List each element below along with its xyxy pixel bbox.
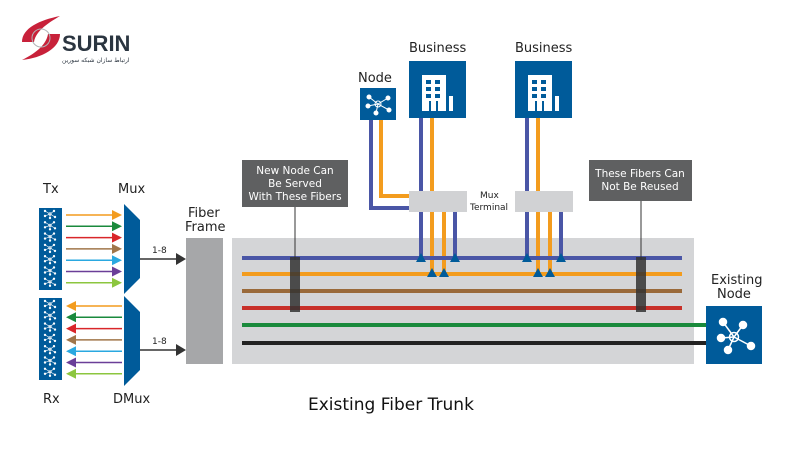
link-top-label: 1-8 bbox=[152, 246, 167, 256]
network-node-icon bbox=[716, 317, 756, 355]
rx-wavelength-arrowhead bbox=[66, 334, 76, 345]
splice-point bbox=[427, 268, 437, 277]
splice-point bbox=[556, 253, 566, 262]
fiber-frame bbox=[186, 238, 223, 364]
mux-link-arrowhead bbox=[176, 253, 186, 265]
drop-fibers bbox=[369, 118, 563, 273]
rx-wavelength-arrowhead bbox=[66, 312, 76, 323]
trunk-title: Existing Fiber Trunk bbox=[308, 395, 474, 415]
rx-label: Rx bbox=[43, 392, 60, 407]
callout-right: These Fibers Can Not Be Reused bbox=[589, 160, 692, 312]
mux-terminal-label-2: Terminal bbox=[469, 203, 508, 213]
callout-right-box bbox=[589, 160, 692, 201]
building-icon bbox=[528, 75, 559, 111]
existing-node-label-2: Node bbox=[717, 287, 751, 302]
network-node-icon bbox=[365, 94, 392, 116]
callout-right-bracket bbox=[636, 257, 646, 312]
network-node-icon bbox=[43, 333, 57, 344]
tx-wavelength-arrowhead bbox=[112, 243, 122, 254]
mux-terminal-label-1: Mux bbox=[480, 191, 499, 201]
tx-wavelength-arrowhead bbox=[112, 210, 122, 220]
tx-wavelength-arrowhead bbox=[112, 221, 122, 232]
fiber-frame-label-2: Frame bbox=[185, 220, 226, 235]
splice-point bbox=[450, 253, 460, 262]
trunk-fibers bbox=[242, 256, 708, 345]
rx-wavelength-arrowhead bbox=[66, 346, 76, 357]
callout-left-box bbox=[242, 160, 348, 207]
network-node-icon bbox=[43, 243, 57, 254]
rx-wavelength-arrowhead bbox=[66, 368, 76, 379]
logo: SURIN ارتباط سازان شبکه سورین bbox=[22, 16, 130, 64]
tx-label: Tx bbox=[42, 182, 59, 197]
splice-point bbox=[439, 268, 449, 277]
splice-points bbox=[416, 253, 566, 277]
bank-node-icons bbox=[43, 209, 57, 377]
network-node-icon bbox=[43, 277, 57, 287]
dmux-block bbox=[124, 296, 140, 386]
mux-label: Mux bbox=[118, 182, 145, 197]
rx-wavelength-arrowhead bbox=[66, 357, 76, 368]
mux-block bbox=[124, 204, 140, 294]
network-node-icon bbox=[43, 221, 57, 231]
callout-left-line-1: New Node Can bbox=[256, 165, 333, 177]
splice-point bbox=[533, 268, 543, 277]
callout-left-line-3: With These Fibers bbox=[248, 191, 341, 203]
tx-wavelength-arrowhead bbox=[112, 255, 122, 266]
splice-point bbox=[545, 268, 555, 277]
network-node-icon bbox=[43, 367, 57, 377]
business-1-label: Business bbox=[409, 41, 467, 56]
network-node-icon bbox=[43, 255, 57, 265]
node-drop-blue bbox=[369, 120, 410, 210]
dmux-link-arrowhead bbox=[176, 344, 186, 356]
tx-wavelength-arrowhead bbox=[112, 232, 122, 243]
rx-wavelength-arrowhead bbox=[66, 323, 76, 334]
logo-globe-icon bbox=[31, 28, 51, 48]
tx-wavelength-arrowhead bbox=[112, 277, 122, 288]
existing-node-label-1: Existing bbox=[711, 273, 763, 288]
callout-left-bracket bbox=[290, 257, 300, 312]
link-bottom-label: 1-8 bbox=[152, 337, 167, 347]
logo-swoosh-bottom bbox=[22, 34, 60, 60]
callout-left: New Node Can Be Served With These Fibers bbox=[242, 160, 348, 312]
mux-terminal-1 bbox=[409, 191, 467, 212]
fiber-frame-label-1: Fiber bbox=[188, 206, 220, 221]
node-label: Node bbox=[358, 71, 392, 86]
network-node-icon bbox=[43, 345, 57, 355]
logo-tagline: ارتباط سازان شبکه سورین bbox=[62, 57, 130, 64]
callout-right-line-1: These Fibers Can bbox=[594, 168, 685, 180]
mux-terminal-2 bbox=[515, 191, 573, 212]
network-node-icon bbox=[43, 311, 57, 321]
network-node-icon bbox=[43, 232, 57, 242]
network-node-icon bbox=[43, 266, 57, 276]
logo-brand: SURIN bbox=[62, 31, 130, 56]
tx-wavelength-arrowhead bbox=[112, 266, 122, 277]
callout-left-line-2: Be Served bbox=[268, 178, 322, 190]
splice-point bbox=[522, 253, 532, 262]
network-node-icon bbox=[43, 356, 57, 366]
dmux-label: DMux bbox=[113, 392, 150, 407]
building-icon bbox=[422, 75, 453, 111]
business-2-label: Business bbox=[515, 41, 573, 56]
node-drop-orange bbox=[379, 120, 410, 198]
wavelength-lines bbox=[66, 210, 122, 379]
existing-node-box bbox=[706, 306, 762, 364]
network-node-icon bbox=[43, 299, 57, 310]
splice-point bbox=[416, 253, 426, 262]
callout-right-line-2: Not Be Reused bbox=[601, 181, 678, 193]
network-node-icon bbox=[43, 209, 57, 220]
network-node-icon bbox=[43, 322, 57, 332]
rx-wavelength-arrowhead bbox=[66, 301, 76, 311]
